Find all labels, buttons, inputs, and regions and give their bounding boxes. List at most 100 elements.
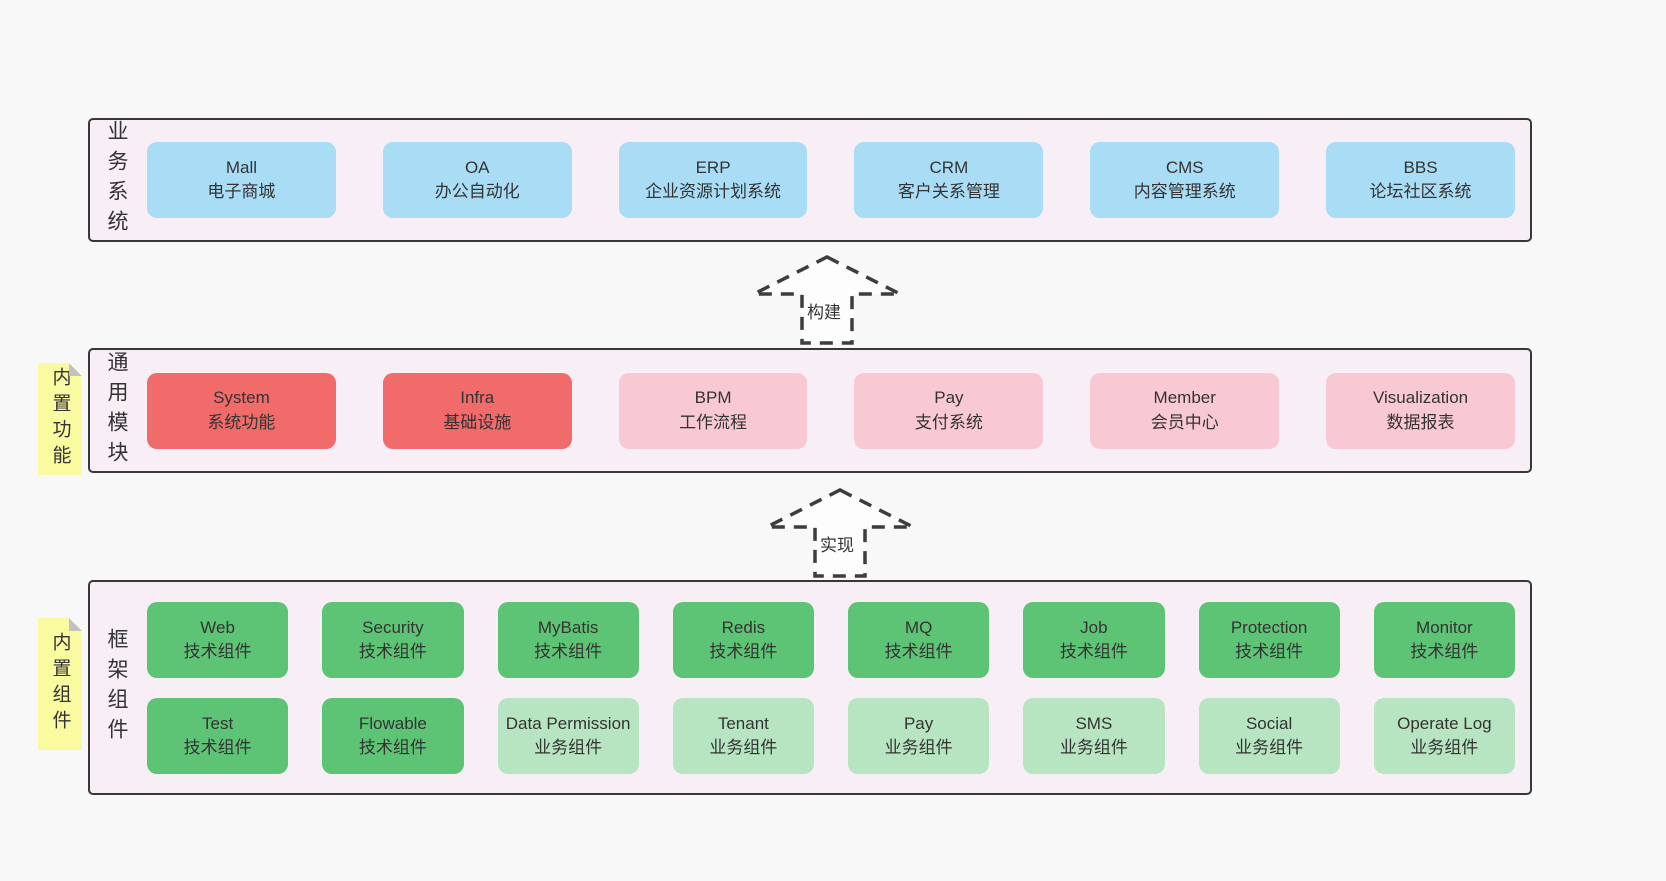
box-sms-en: SMS [1075, 713, 1113, 733]
section-common-modules: 通用模块 System 系统功能 Infra 基础设施 BPM 工作流程 Pay… [88, 348, 1532, 473]
box-oa-zh: 办公自动化 [434, 182, 520, 201]
box-visualization-zh: 数据报表 [1386, 412, 1455, 432]
box-sms-zh: 业务组件 [1059, 738, 1128, 757]
box-pay-component: Pay 业务组件 [848, 698, 990, 774]
box-flowable: Flowable 技术组件 [322, 698, 464, 774]
box-cms: CMS 内容管理系统 [1090, 142, 1280, 218]
box-member-en: Member [1153, 388, 1216, 408]
box-test-en: Test [202, 713, 234, 733]
box-erp-en: ERP [695, 157, 731, 177]
box-job: Job 技术组件 [1023, 602, 1165, 678]
section-common-modules-label: 通用模块 [105, 350, 128, 471]
box-data-permission-en: Data Permission [505, 713, 631, 733]
box-web: Web 技术组件 [147, 602, 289, 678]
box-mq-zh: 技术组件 [884, 642, 953, 661]
box-flowable-en: Flowable [358, 713, 427, 733]
box-cms-en: CMS [1165, 157, 1204, 177]
box-mall: Mall 电子商城 [147, 142, 336, 218]
box-mall-en: Mall [225, 157, 257, 177]
box-pay-component-en: Pay [903, 713, 934, 733]
box-job-zh: 技术组件 [1059, 642, 1128, 661]
box-bbs: BBS 论坛社区系统 [1326, 142, 1515, 218]
box-bbs-en: BBS [1403, 157, 1438, 177]
box-oa: OA 办公自动化 [382, 142, 572, 218]
box-security-en: Security [362, 617, 424, 637]
box-tenant: Tenant 业务组件 [672, 698, 814, 774]
note-fold-icon [69, 618, 82, 631]
box-operate-log-en: Operate Log [1397, 713, 1492, 733]
box-crm-en: CRM [929, 157, 969, 177]
box-pay-component-zh: 业务组件 [884, 738, 953, 757]
box-sms: SMS 业务组件 [1023, 698, 1165, 774]
box-redis-en: Redis [721, 617, 766, 637]
box-bbs-zh: 论坛社区系统 [1369, 182, 1472, 201]
box-monitor-zh: 技术组件 [1410, 642, 1479, 661]
arrow-build-label: 构建 [804, 298, 843, 323]
box-protection-zh: 技术组件 [1235, 642, 1304, 661]
business-systems-row: Mall 电子商城 OA 办公自动化 ERP 企业资源计划系统 CRM 客户关系… [142, 120, 1530, 240]
box-tenant-zh: 业务组件 [709, 738, 778, 757]
box-pay-module: Pay 支付系统 [854, 372, 1044, 449]
section-framework-components: 框架组件 Web 技术组件 Security 技术组件 MyBatis 技术组件… [88, 580, 1532, 795]
box-erp: ERP 企业资源计划系统 [618, 142, 808, 218]
box-mybatis-zh: 技术组件 [534, 642, 603, 661]
note-builtin-components-label: 内置组件 [49, 632, 71, 736]
box-protection-en: Protection [1230, 617, 1308, 637]
box-security: Security 技术组件 [322, 602, 464, 678]
box-test-zh: 技术组件 [183, 738, 252, 757]
box-social-en: Social [1245, 713, 1293, 733]
box-oa-en: OA [464, 157, 490, 177]
box-member: Member 会员中心 [1090, 372, 1280, 449]
box-infra-en: Infra [460, 388, 495, 408]
box-test: Test 技术组件 [147, 698, 289, 774]
box-web-zh: 技术组件 [183, 642, 252, 661]
box-pay-module-en: Pay [934, 388, 964, 408]
box-member-zh: 会员中心 [1150, 412, 1219, 432]
box-crm: CRM 客户关系管理 [854, 142, 1044, 218]
box-operate-log-zh: 业务组件 [1410, 738, 1479, 757]
box-bpm-zh: 工作流程 [679, 412, 748, 432]
box-social: Social 业务组件 [1198, 698, 1340, 774]
box-crm-zh: 客户关系管理 [897, 182, 1000, 201]
box-visualization-en: Visualization [1372, 388, 1469, 408]
box-mybatis: MyBatis 技术组件 [497, 602, 639, 678]
box-flowable-zh: 技术组件 [358, 738, 427, 757]
note-fold-icon [69, 363, 82, 376]
box-visualization: Visualization 数据报表 [1326, 372, 1515, 449]
arrow-implement-label: 实现 [817, 531, 856, 556]
common-modules-row: System 系统功能 Infra 基础设施 BPM 工作流程 Pay 支付系统… [142, 350, 1530, 471]
arrow-build: 构建 [752, 254, 902, 346]
note-builtin-features: 内置功能 [38, 363, 82, 475]
framework-components-grid: Web 技术组件 Security 技术组件 MyBatis 技术组件 Redi… [142, 582, 1530, 793]
box-mq-en: MQ [904, 617, 933, 637]
box-pay-module-zh: 支付系统 [914, 412, 983, 432]
box-system: System 系统功能 [147, 372, 336, 449]
box-job-en: Job [1080, 617, 1108, 637]
box-monitor-en: Monitor [1416, 617, 1473, 637]
box-monitor: Monitor 技术组件 [1373, 602, 1515, 678]
box-erp-zh: 企业资源计划系统 [645, 182, 782, 201]
box-cms-zh: 内容管理系统 [1133, 182, 1236, 201]
section-framework-components-label: 框架组件 [105, 627, 128, 748]
box-infra: Infra 基础设施 [382, 372, 572, 449]
note-builtin-features-label: 内置功能 [49, 367, 71, 471]
box-mq: MQ 技术组件 [848, 602, 990, 678]
box-operate-log: Operate Log 业务组件 [1373, 698, 1515, 774]
box-redis: Redis 技术组件 [672, 602, 814, 678]
section-business-systems-label: 业务系统 [105, 120, 128, 240]
box-web-en: Web [200, 617, 235, 637]
box-bpm-en: BPM [694, 388, 732, 408]
note-builtin-components: 内置组件 [38, 618, 82, 750]
box-infra-zh: 基础设施 [443, 412, 512, 432]
section-business-systems: 业务系统 Mall 电子商城 OA 办公自动化 ERP 企业资源计划系统 CRM… [88, 118, 1532, 242]
box-data-permission-zh: 业务组件 [534, 738, 603, 757]
box-mall-zh: 电子商城 [207, 182, 276, 201]
box-redis-zh: 技术组件 [709, 642, 778, 661]
box-system-zh: 系统功能 [207, 412, 276, 432]
box-social-zh: 业务组件 [1235, 738, 1304, 757]
arrow-implement: 实现 [765, 487, 915, 579]
box-data-permission: Data Permission 业务组件 [497, 698, 639, 774]
box-bpm: BPM 工作流程 [618, 372, 808, 449]
box-mybatis-en: MyBatis [537, 617, 599, 637]
